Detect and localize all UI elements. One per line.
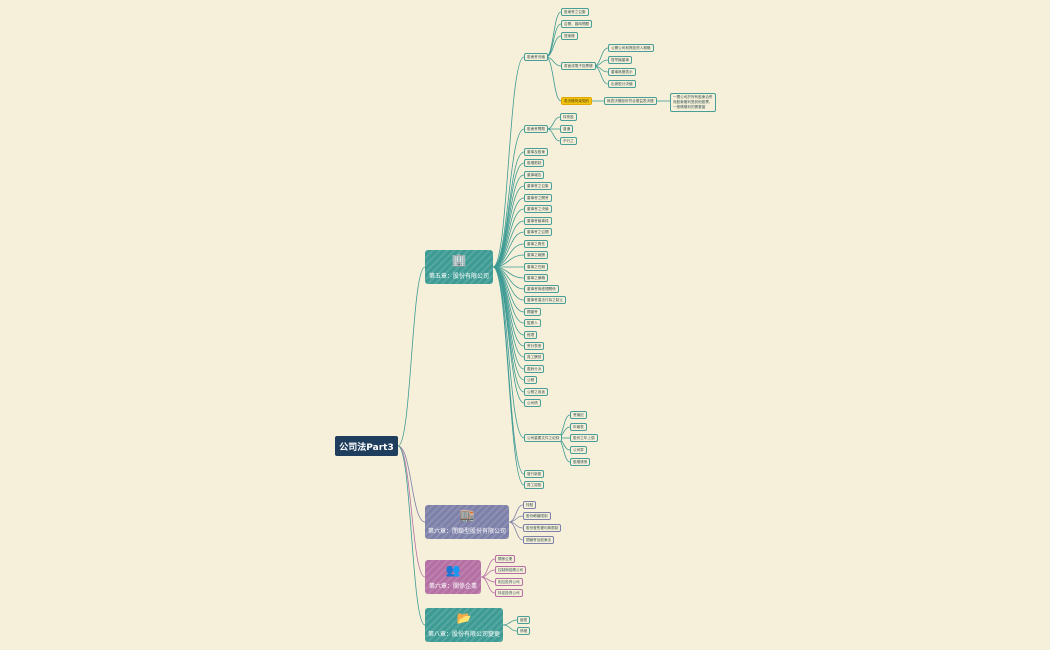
topic-node[interactable]: 年報表: [570, 423, 587, 431]
connector-line: [492, 266, 525, 486]
topic-node[interactable]: 獨董會: [524, 308, 541, 316]
topic-node[interactable]: 員工認股: [524, 481, 545, 489]
topic-node[interactable]: 發行新股: [524, 470, 545, 478]
topic-node[interactable]: 公司重要文件之紀錄: [524, 434, 563, 442]
topic-node[interactable]: 董事會之決議: [524, 205, 552, 213]
topic-node[interactable]: 經理: [524, 331, 538, 339]
topic-node[interactable]: 表決權拘束契約: [561, 97, 593, 105]
connector-line: [480, 558, 496, 578]
topic-node[interactable]: 特別股: [560, 113, 577, 121]
topic-node[interactable]: 無表決權股份符合權益表決權: [604, 97, 657, 105]
connector-line: [502, 619, 518, 626]
topic-node[interactable]: 相互投資公司: [495, 578, 523, 586]
topic-node[interactable]: 出席股分決議: [608, 80, 636, 88]
connector-line: [397, 445, 426, 523]
connector-line: [492, 243, 525, 268]
topic-node[interactable]: 會議記: [570, 411, 587, 419]
branch-chapter-6-affiliates[interactable]: 👥 第六章：關係企業: [425, 560, 481, 594]
topic-node[interactable]: 董事會與經理關係: [524, 285, 559, 293]
connector-line: [480, 576, 496, 594]
topic-node[interactable]: 提案權: [561, 32, 578, 40]
topic-node[interactable]: 公司章: [570, 446, 587, 454]
topic-node[interactable]: 股東會之召集: [561, 8, 589, 16]
root-node[interactable]: 公司法Part3: [335, 436, 398, 456]
connector-line: [492, 266, 525, 439]
topic-node[interactable]: 股份之年上價: [570, 434, 598, 442]
connector-line: [492, 128, 525, 268]
topic-node[interactable]: 盈餘分派: [524, 365, 545, 373]
topic-node[interactable]: 董事及股東: [524, 148, 548, 156]
topic-node[interactable]: 會計表冊: [524, 342, 545, 350]
branch-label: 第五章：股份有限公司: [428, 273, 489, 280]
connector-line: [546, 128, 561, 142]
folder-icon: 📂: [456, 611, 472, 625]
connector-line: [508, 521, 524, 541]
topic-node[interactable]: 董事之兼職: [524, 274, 548, 282]
topic-node[interactable]: 董事無權表示: [608, 68, 636, 76]
topic-node[interactable]: 股份轉讓限制: [523, 512, 551, 520]
connector-line: [502, 624, 518, 632]
topic-node[interactable]: 董事會議事錄: [524, 217, 552, 225]
branch-label: 第六章：閉鎖型股份有限公司: [427, 528, 506, 535]
topic-node[interactable]: 股東會決議: [524, 53, 548, 61]
topic-node[interactable]: 不行之: [560, 137, 577, 145]
topic-node[interactable]: 特定投資公司: [495, 589, 523, 597]
topic-node[interactable]: 公司債: [524, 399, 541, 407]
topic-node[interactable]: 董事之責任: [524, 240, 548, 248]
topic-node[interactable]: 變更: [517, 616, 531, 624]
topic-node[interactable]: 提早議董事: [608, 56, 632, 64]
topic-node[interactable]: 董事之任期: [524, 263, 548, 271]
topic-node[interactable]: 董事會之開會: [524, 194, 552, 202]
topic-node[interactable]: 董事會之召集: [524, 182, 552, 190]
topic-node[interactable]: 召開、臨時問題: [561, 20, 593, 28]
building-icon: 🏢: [451, 253, 467, 267]
topic-node[interactable]: 公開公司和興投資人概略: [608, 44, 654, 52]
branch-chapter-5[interactable]: 🏢 第五章：股份有限公司: [425, 250, 493, 284]
topic-node[interactable]: 一間公司於所有股東合併而股東權利受其他股票、一般情權利的需要當: [670, 93, 716, 112]
connector-line: [546, 116, 561, 130]
topic-node[interactable]: 董事會之召開: [524, 228, 552, 236]
topic-node[interactable]: 關係企業: [495, 555, 516, 563]
topic-node[interactable]: 監察人: [524, 319, 541, 327]
connector-line: [545, 23, 562, 58]
connector-line: [397, 266, 426, 447]
topic-node[interactable]: 普通: [560, 125, 574, 133]
connector-line: [492, 151, 525, 268]
office-icon: 🏬: [459, 508, 475, 522]
connector-line: [492, 266, 525, 404]
connector-line: [492, 231, 525, 268]
topic-node[interactable]: 債權: [517, 627, 531, 635]
topic-node[interactable]: 公積: [524, 376, 538, 384]
branch-chapter-6-closed[interactable]: 🏬 第六章：閉鎖型股份有限公司: [425, 505, 509, 539]
connector-line: [545, 56, 562, 102]
people-icon: 👥: [445, 563, 461, 577]
connector-line: [492, 185, 525, 268]
topic-node[interactable]: 書面或電子投票權: [561, 62, 596, 70]
connector-line: [492, 174, 525, 268]
branch-label: 第六章：關係企業: [428, 583, 477, 590]
connector-line: [397, 445, 426, 578]
topic-node[interactable]: 股權清冊: [570, 458, 591, 466]
topic-node[interactable]: 員工酬勞: [524, 353, 545, 361]
branch-label: 第八章：股份有限公司變更: [427, 631, 500, 638]
topic-node[interactable]: 股權限制: [524, 159, 545, 167]
topic-node[interactable]: 股份發售權利與限制: [523, 524, 562, 532]
connector-line: [492, 208, 525, 268]
topic-node[interactable]: 特點: [523, 501, 537, 509]
connector-line: [492, 162, 525, 268]
connector-line: [545, 11, 562, 58]
connector-line: [492, 56, 525, 268]
topic-node[interactable]: 閉鎖會及股東法: [523, 536, 555, 544]
topic-node[interactable]: 公積之用途: [524, 388, 548, 396]
topic-node[interactable]: 董事會違法行為之制止: [524, 296, 566, 304]
topic-node[interactable]: 股東會問題: [524, 125, 548, 133]
topic-node[interactable]: 董事之報酬: [524, 251, 548, 259]
connector-line: [397, 445, 426, 626]
topic-node[interactable]: 董事報告: [524, 171, 545, 179]
branch-chapter-8[interactable]: 📂 第八章：股份有限公司變更: [425, 608, 503, 642]
connector-line: [492, 220, 525, 268]
topic-node[interactable]: 控制與從屬公司: [495, 566, 527, 574]
